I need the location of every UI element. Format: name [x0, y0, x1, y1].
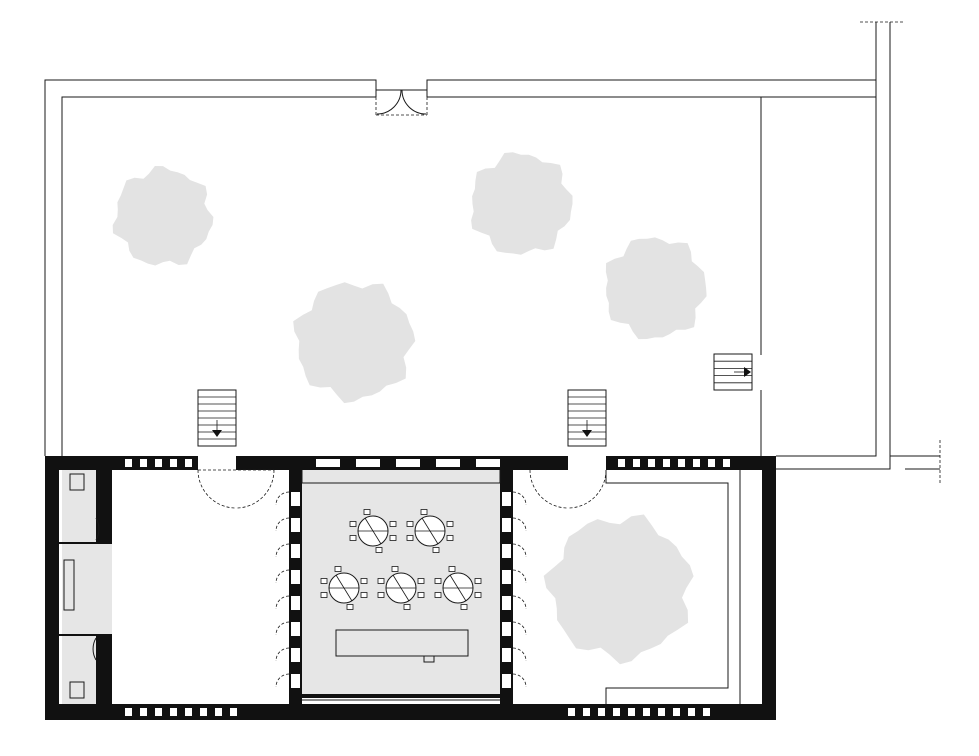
tree-canopy-icon: [471, 152, 573, 255]
trees-layer: [112, 152, 707, 665]
round-table-with-chairs-icon: [377, 566, 425, 610]
tree-canopy-icon: [293, 282, 416, 404]
service-room-middle: [62, 542, 112, 636]
stair-arrow-icon: [212, 430, 222, 437]
tree-canopy-icon: [543, 514, 694, 665]
stair-arrow-icon: [582, 430, 592, 437]
counter-stool: [423, 655, 435, 663]
entry-door-left: [197, 469, 275, 509]
service-room-top: [62, 470, 96, 542]
garden-enclosure-wall: [44, 21, 941, 485]
stair-east: [713, 353, 753, 391]
building: [45, 456, 776, 720]
long-counter: [335, 629, 469, 657]
tree-canopy-icon: [605, 237, 707, 340]
stair-right: [567, 389, 607, 447]
tree-canopy-icon: [112, 166, 214, 266]
garden-gate-double-door: [375, 89, 428, 116]
round-table-with-chairs-icon: [320, 566, 368, 610]
round-table-with-chairs-icon: [406, 509, 454, 553]
service-counter: [63, 559, 75, 611]
stair-arrow-icon: [744, 367, 751, 377]
service-room-bottom: [62, 636, 96, 704]
sink-fixture-top: [69, 473, 85, 491]
stair-left: [197, 389, 237, 447]
sink-fixture-bottom: [69, 681, 85, 699]
round-table-with-chairs-icon: [434, 566, 482, 610]
entry-door-right: [529, 469, 607, 509]
round-table-with-chairs-icon: [349, 509, 397, 553]
